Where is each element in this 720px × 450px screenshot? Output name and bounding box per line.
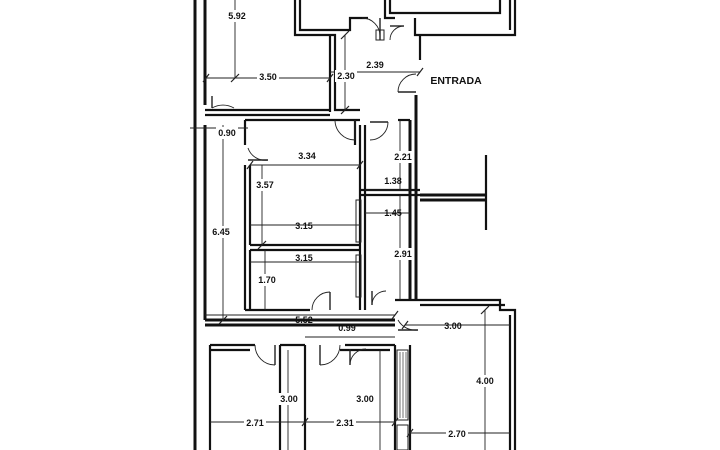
dim-3-50: 3.50 [259, 72, 277, 82]
dim-0-90: 0.90 [218, 128, 236, 138]
dim-2-70: 2.70 [448, 429, 466, 439]
dimension-labels: 5.92 3.50 2.30 2.39 ENTRADA 0.90 3.34 2.… [210, 10, 496, 440]
stair-hatch [396, 349, 409, 450]
dimension-lines [190, 0, 510, 450]
dim-2-31: 2.31 [336, 418, 354, 428]
dim-3-00-mid: 3.00 [356, 394, 374, 404]
dim-1-45: 1.45 [384, 208, 402, 218]
dim-2-39: 2.39 [366, 60, 384, 70]
dim-3-15-a: 3.15 [295, 221, 313, 231]
dim-1-38: 1.38 [384, 176, 402, 186]
dim-5-52: 5.52 [295, 315, 313, 325]
dim-3-00-left: 3.00 [280, 394, 298, 404]
dim-2-21: 2.21 [394, 152, 412, 162]
dim-2-30: 2.30 [337, 71, 355, 81]
dim-5-92: 5.92 [228, 11, 246, 21]
entrance-label: ENTRADA [430, 75, 482, 87]
dim-2-91: 2.91 [394, 249, 412, 259]
dim-4-00: 4.00 [476, 376, 494, 386]
dim-3-00-top: 3.00 [444, 321, 462, 331]
dim-3-57: 3.57 [256, 180, 274, 190]
dim-2-71: 2.71 [246, 418, 264, 428]
doors [211, 17, 419, 366]
dim-6-45: 6.45 [212, 227, 230, 237]
dim-0-99: 0.99 [338, 323, 356, 333]
dim-3-34: 3.34 [298, 151, 316, 161]
dim-1-70: 1.70 [258, 275, 276, 285]
dim-3-15-b: 3.15 [295, 253, 313, 263]
